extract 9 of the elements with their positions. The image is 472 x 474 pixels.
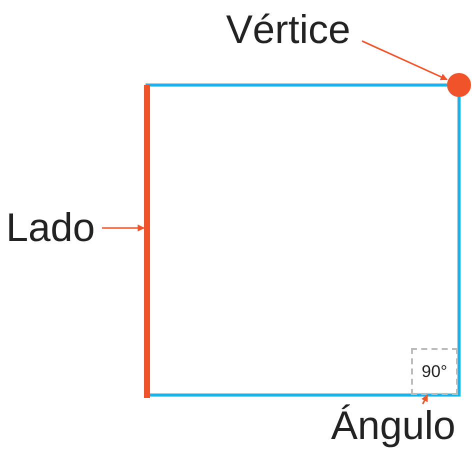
leader-arrow [421,394,428,404]
side-bar [144,85,150,398]
side-label: Lado [6,206,102,252]
vertex-label: Vértice [226,8,361,54]
right-angle-marker: 90° [411,348,458,395]
leader-arrow [102,224,145,232]
angle-label: Ángulo [331,404,471,450]
leader-arrow [362,40,448,80]
vertex-dot [447,73,471,97]
